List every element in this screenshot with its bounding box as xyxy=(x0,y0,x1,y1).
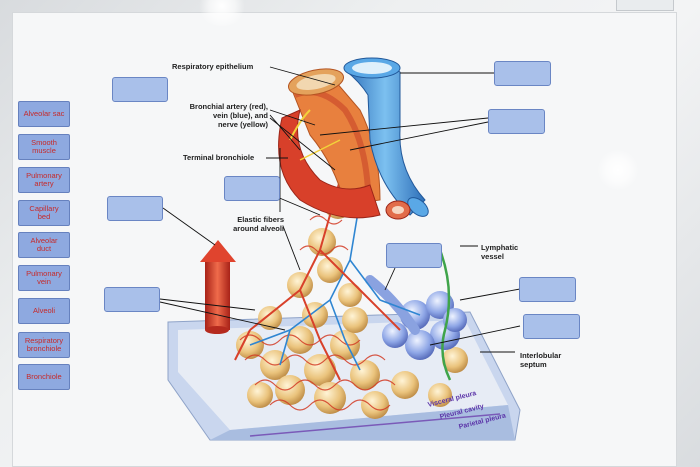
answer-tag-pulmonary-vein[interactable]: Pulmonary vein xyxy=(18,265,70,291)
answer-tag-respiratory-bronchiole[interactable]: Respiratory bronchiole xyxy=(18,332,70,358)
alveolar-sac-section xyxy=(365,275,467,360)
answer-tag-bronchiole[interactable]: Bronchiole xyxy=(18,364,70,390)
drop-target-9[interactable] xyxy=(523,314,580,339)
drop-target-7[interactable] xyxy=(104,287,160,312)
answer-tag-capillary-bed[interactable]: Capillary bed xyxy=(18,200,70,226)
drop-target-8[interactable] xyxy=(519,277,576,302)
answer-tag-smooth-muscle[interactable]: Smooth muscle xyxy=(18,134,70,160)
answer-tag-pulmonary-artery[interactable]: Pulmonary artery xyxy=(18,167,70,193)
label-bronchial-artery-vein-nerve: Bronchial artery (red), vein (blue), and… xyxy=(189,102,268,129)
answer-tag-alveolar-duct[interactable]: Alveolar duct xyxy=(18,232,70,258)
drop-target-4[interactable] xyxy=(224,176,280,201)
drop-target-3[interactable] xyxy=(488,109,545,134)
label-terminal-bronchiole: Terminal bronchiole xyxy=(183,153,255,162)
drop-target-6[interactable] xyxy=(386,243,442,268)
label-respiratory-epithelium: Respiratory epithelium xyxy=(172,62,254,71)
label-elastic-fibers: Elastic fibers around alveoli xyxy=(233,215,284,233)
screen-glare xyxy=(596,150,640,190)
label-lymphatic-vessel: Lymphatic vessel xyxy=(481,243,519,261)
drop-target-1[interactable] xyxy=(112,77,168,102)
label-interlobular-septum: Interlobular septum xyxy=(520,351,562,369)
answer-tag-alveoli[interactable]: Alveoli xyxy=(18,298,70,324)
answer-tag-alveolar-sac[interactable]: Alveolar sac xyxy=(18,101,70,127)
drop-target-2[interactable] xyxy=(494,61,551,86)
top-right-button[interactable] xyxy=(616,0,674,11)
drop-target-5[interactable] xyxy=(107,196,163,221)
